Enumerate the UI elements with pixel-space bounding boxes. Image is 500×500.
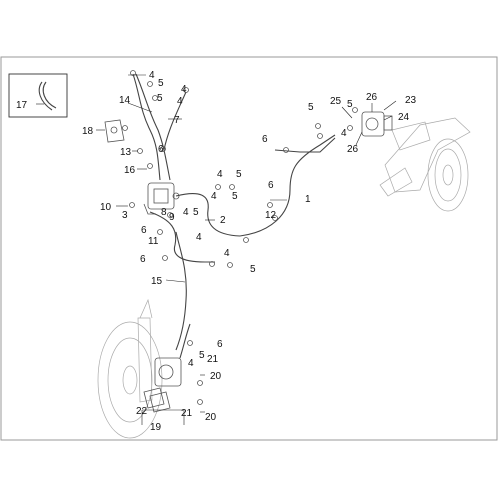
callout-11: 11: [148, 236, 159, 247]
callout-4: 4: [183, 207, 189, 218]
brake-lines: [132, 73, 336, 359]
callout-13: 13: [120, 147, 132, 158]
callout-3: 3: [122, 210, 128, 221]
callout-4: 4: [224, 248, 230, 259]
callout-labels: 17 4 5 4 14 5 4 7 18 13 6 16 4 5 4 5 6 1…: [16, 70, 417, 433]
callout-4: 4: [217, 169, 223, 180]
callout-5: 5: [158, 78, 164, 89]
callout-22: 22: [136, 406, 148, 417]
callout-20: 20: [205, 412, 217, 423]
callout-4: 4: [188, 358, 194, 369]
callout-17: 17: [16, 100, 28, 111]
callout-18: 18: [82, 126, 94, 137]
callout-24: 24: [398, 112, 410, 123]
callout-10: 10: [100, 202, 112, 213]
front-wheel-assembly: [97, 298, 163, 439]
callout-6: 6: [268, 180, 274, 191]
rear-wheel-assembly: [379, 117, 471, 212]
callout-5: 5: [250, 264, 256, 275]
callout-26: 26: [366, 92, 378, 103]
callout-25: 25: [330, 96, 342, 107]
diagram-border: [0, 56, 498, 441]
leader-lines: [36, 74, 397, 425]
callout-4: 4: [177, 96, 183, 107]
rear-caliper: [361, 111, 393, 137]
callout-5: 5: [157, 93, 163, 104]
callout-20: 20: [210, 371, 222, 382]
callout-4: 4: [149, 70, 155, 81]
callout-19: 19: [150, 422, 162, 433]
callout-5: 5: [236, 169, 242, 180]
callout-6: 6: [140, 254, 146, 265]
callout-5: 5: [232, 191, 238, 202]
callout-8: 8: [161, 207, 167, 218]
callout-23: 23: [405, 95, 417, 106]
callout-4: 4: [181, 84, 187, 95]
callout-6: 6: [158, 144, 164, 155]
callout-21: 21: [181, 408, 193, 419]
callout-12: 12: [265, 210, 277, 221]
callout-4: 4: [341, 128, 347, 139]
callout-4: 4: [196, 232, 202, 243]
callout-6: 6: [262, 134, 268, 145]
callout-2: 2: [220, 215, 226, 226]
brake-pads-22: [143, 387, 171, 413]
callout-14: 14: [119, 95, 131, 106]
callout-6: 6: [217, 339, 223, 350]
hose-sleeve-17: [38, 81, 53, 111]
callout-5: 5: [193, 207, 199, 218]
callout-26: 26: [347, 144, 359, 155]
sensor-bracket-18: [104, 119, 125, 143]
front-caliper: [154, 357, 182, 387]
abs-modulator: [143, 182, 180, 215]
callout-6: 6: [141, 225, 147, 236]
callout-5: 5: [347, 99, 353, 110]
callout-4: 4: [211, 191, 217, 202]
callout-16: 16: [124, 165, 136, 176]
bolts-and-washers: [122, 70, 358, 405]
callout-1: 1: [305, 194, 311, 205]
inset-box-17: [8, 73, 68, 118]
callout-5: 5: [308, 102, 314, 113]
callout-15: 15: [151, 276, 163, 287]
callout-9: 9: [169, 212, 175, 223]
callout-21: 21: [207, 354, 219, 365]
callout-7: 7: [174, 115, 180, 126]
callout-5: 5: [199, 350, 205, 361]
